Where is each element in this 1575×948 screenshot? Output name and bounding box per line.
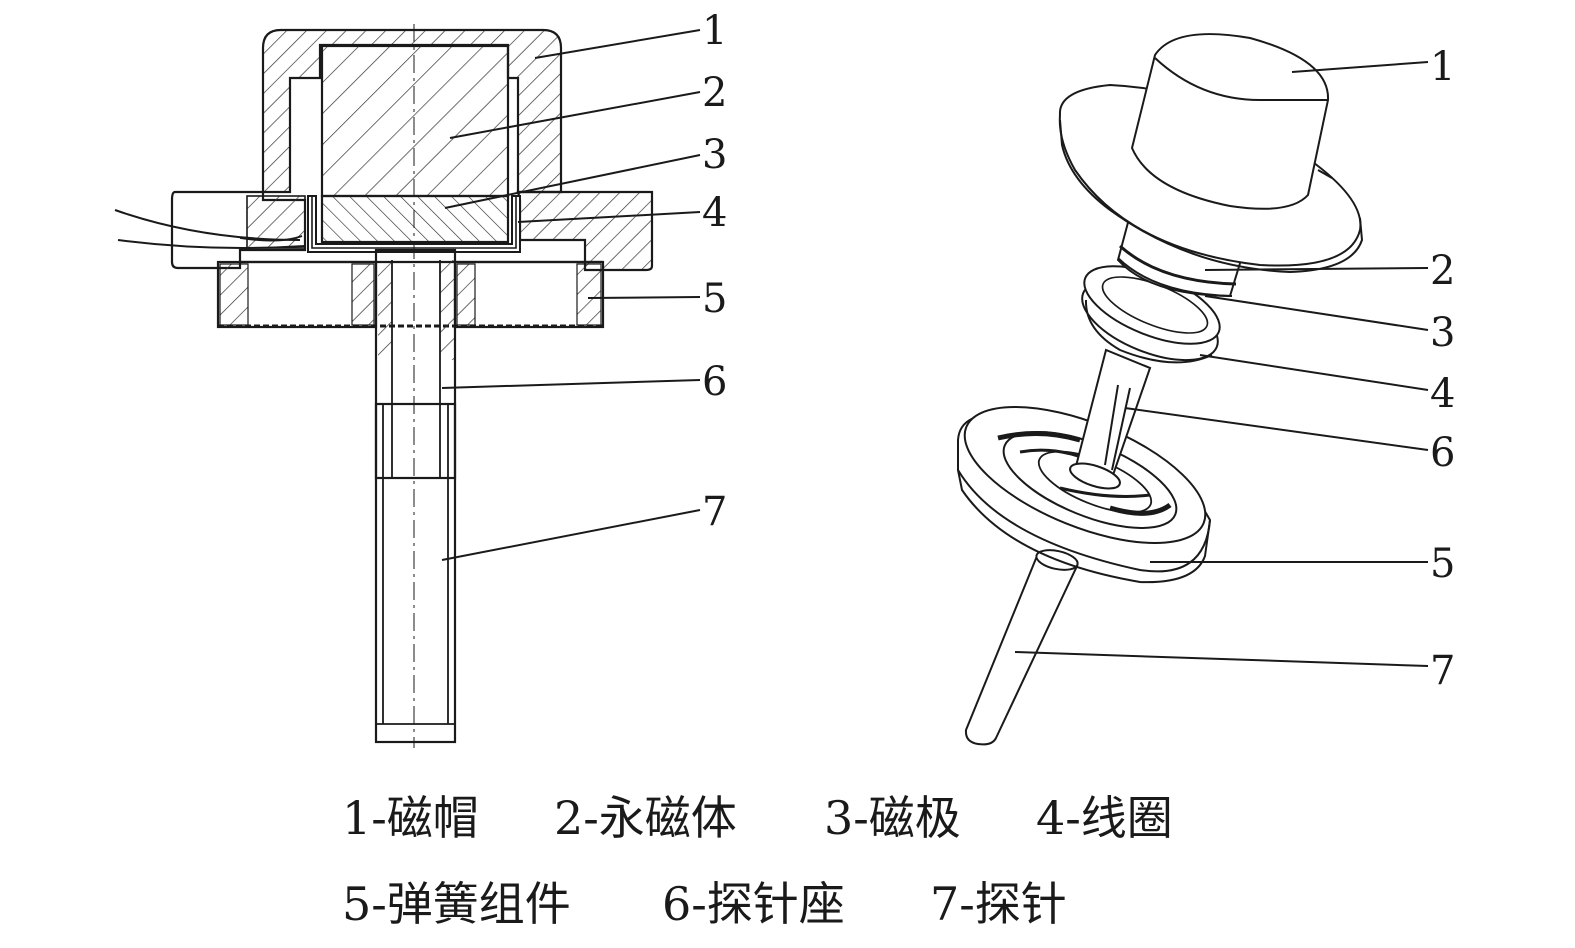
- exploded-callout-3: 3: [1430, 310, 1455, 356]
- exploded-callout-4: 4: [1430, 371, 1455, 417]
- legend-item-probe-seat: 6-探针座: [662, 877, 845, 931]
- exploded-callout-5: 5: [1430, 541, 1455, 587]
- section-callout-2: 2: [702, 70, 727, 116]
- magnetic-cap-flange-right: [516, 190, 654, 272]
- legend-item-spring-assembly: 5-弹簧组件: [342, 877, 571, 931]
- section-callout-3: 3: [702, 132, 727, 178]
- legend-row-1: 1-磁帽 2-永磁体 3-磁极 4-线圈: [342, 782, 1173, 848]
- probe-seat-section: [374, 248, 457, 480]
- legend-item-coil: 4-线圈: [1036, 791, 1173, 845]
- exploded-callout-7: 7: [1430, 648, 1455, 694]
- section-callout-1: 1: [702, 8, 727, 54]
- section-callout-7: 7: [702, 489, 727, 535]
- coil-section: [307, 195, 521, 253]
- section-callout-4: 4: [702, 190, 727, 236]
- section-callout-6: 6: [702, 359, 727, 405]
- legend-item-magnetic-cap: 1-磁帽: [342, 791, 479, 845]
- legend-item-magnetic-pole: 3-磁极: [824, 791, 961, 845]
- exploded-callout-6: 6: [1430, 430, 1455, 476]
- legend-item-permanent-magnet: 2-永磁体: [554, 791, 737, 845]
- legend-row-2: 5-弹簧组件 6-探针座 7-探针: [342, 868, 1067, 934]
- exploded-callout-1: 1: [1430, 44, 1455, 90]
- exploded-view: 1 2 3 4 6 5 7: [957, 33, 1455, 746]
- magnetic-pole-section: [320, 194, 510, 244]
- exploded-callout-2: 2: [1430, 248, 1455, 294]
- legend-item-probe: 7-探针: [930, 877, 1067, 931]
- permanent-magnet-section: [320, 44, 510, 198]
- probe-section: [374, 402, 457, 744]
- section-view: 1 2 3 4 5 6 7: [114, 8, 727, 748]
- probe-3d: [964, 554, 1079, 746]
- section-callout-5: 5: [702, 276, 727, 322]
